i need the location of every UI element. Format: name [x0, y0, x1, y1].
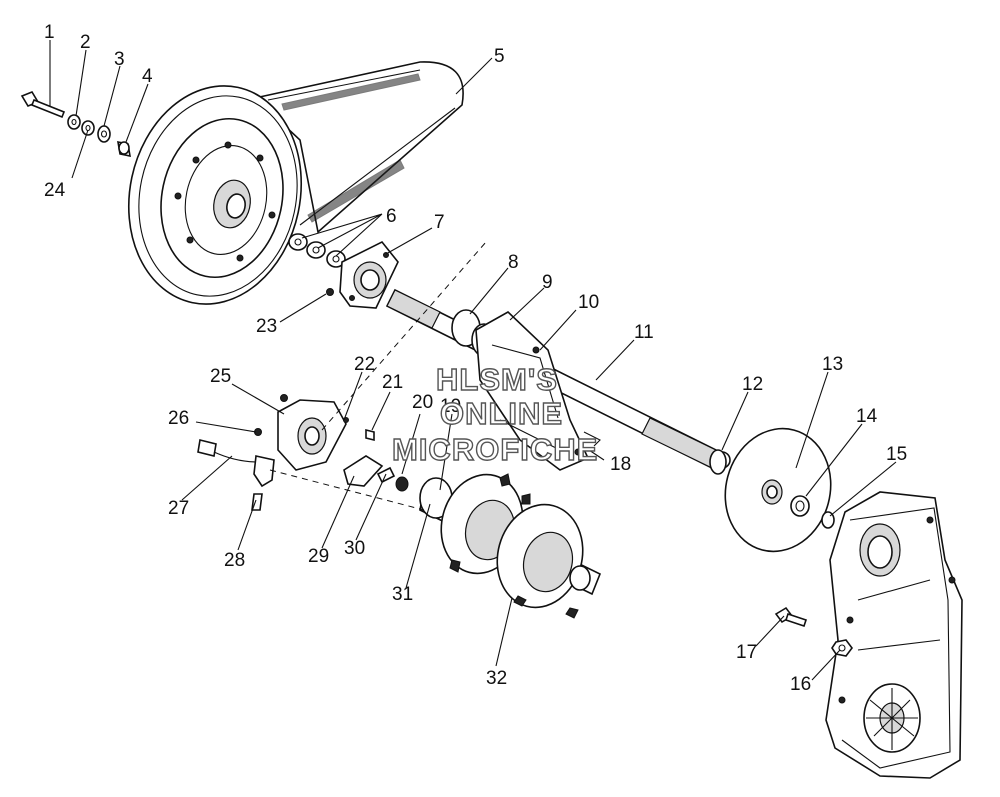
- callout-11: 11: [634, 322, 654, 343]
- callout-31: 31: [392, 584, 413, 605]
- drive-pulley-assembly: [127, 61, 464, 305]
- callout-32: 32: [486, 668, 507, 689]
- bearing-flange: [326, 240, 399, 309]
- callout-29: 29: [308, 546, 329, 567]
- callout-22: 22: [354, 354, 375, 375]
- shims: [288, 233, 346, 268]
- callout-1: 1: [44, 22, 55, 43]
- watermark-line-1: HLSM'S: [436, 362, 558, 397]
- callout-21: 21: [382, 372, 403, 393]
- driven-sprocket-disc: [724, 427, 835, 553]
- callout-2: 2: [80, 32, 91, 53]
- callout-26: 26: [168, 408, 189, 429]
- callout-13: 13: [822, 354, 843, 375]
- watermark-line-3: MICROFICHE: [392, 432, 598, 467]
- leader-lines: [49, 40, 897, 681]
- callout-10: 10: [578, 292, 599, 313]
- callout-9: 9: [542, 272, 553, 293]
- callout-24: 24: [44, 180, 66, 201]
- callout-16: 16: [790, 674, 811, 695]
- speed-sensor: [197, 439, 275, 511]
- callout-28: 28: [224, 550, 245, 571]
- snap-ring: [709, 449, 727, 475]
- callout-25: 25: [210, 366, 231, 387]
- callout-20: 20: [412, 392, 433, 413]
- centerline: [321, 241, 487, 431]
- callout-12: 12: [742, 374, 763, 395]
- gear-assembly: [419, 473, 602, 619]
- callout-23: 23: [256, 316, 277, 337]
- watermark: HLSM'S ONLINE MICROFICHE: [391, 361, 598, 467]
- callout-3: 3: [114, 49, 125, 70]
- housing-fasteners: [774, 606, 853, 657]
- bolt-and-washers: [20, 91, 131, 158]
- chaincase-housing: [825, 491, 963, 779]
- callout-4: 4: [142, 66, 153, 87]
- bearing-bracket: [475, 311, 601, 471]
- callout-7: 7: [434, 212, 445, 233]
- watermark-line-2: ONLINE: [440, 396, 563, 431]
- callouts: 1 2 3 4 5 6 7 8 9 10 11 12 13 14 15 16 1…: [44, 22, 907, 695]
- callout-5: 5: [494, 46, 505, 67]
- callout-15: 15: [886, 444, 907, 465]
- callout-8: 8: [508, 252, 519, 273]
- centerline: [269, 469, 425, 511]
- callout-27: 27: [168, 498, 189, 519]
- callout-18: 18: [610, 454, 631, 475]
- callout-14: 14: [856, 406, 878, 427]
- callout-30: 30: [344, 538, 365, 559]
- callout-19: 19: [440, 396, 461, 417]
- callout-6: 6: [386, 206, 397, 227]
- callout-17: 17: [736, 642, 757, 663]
